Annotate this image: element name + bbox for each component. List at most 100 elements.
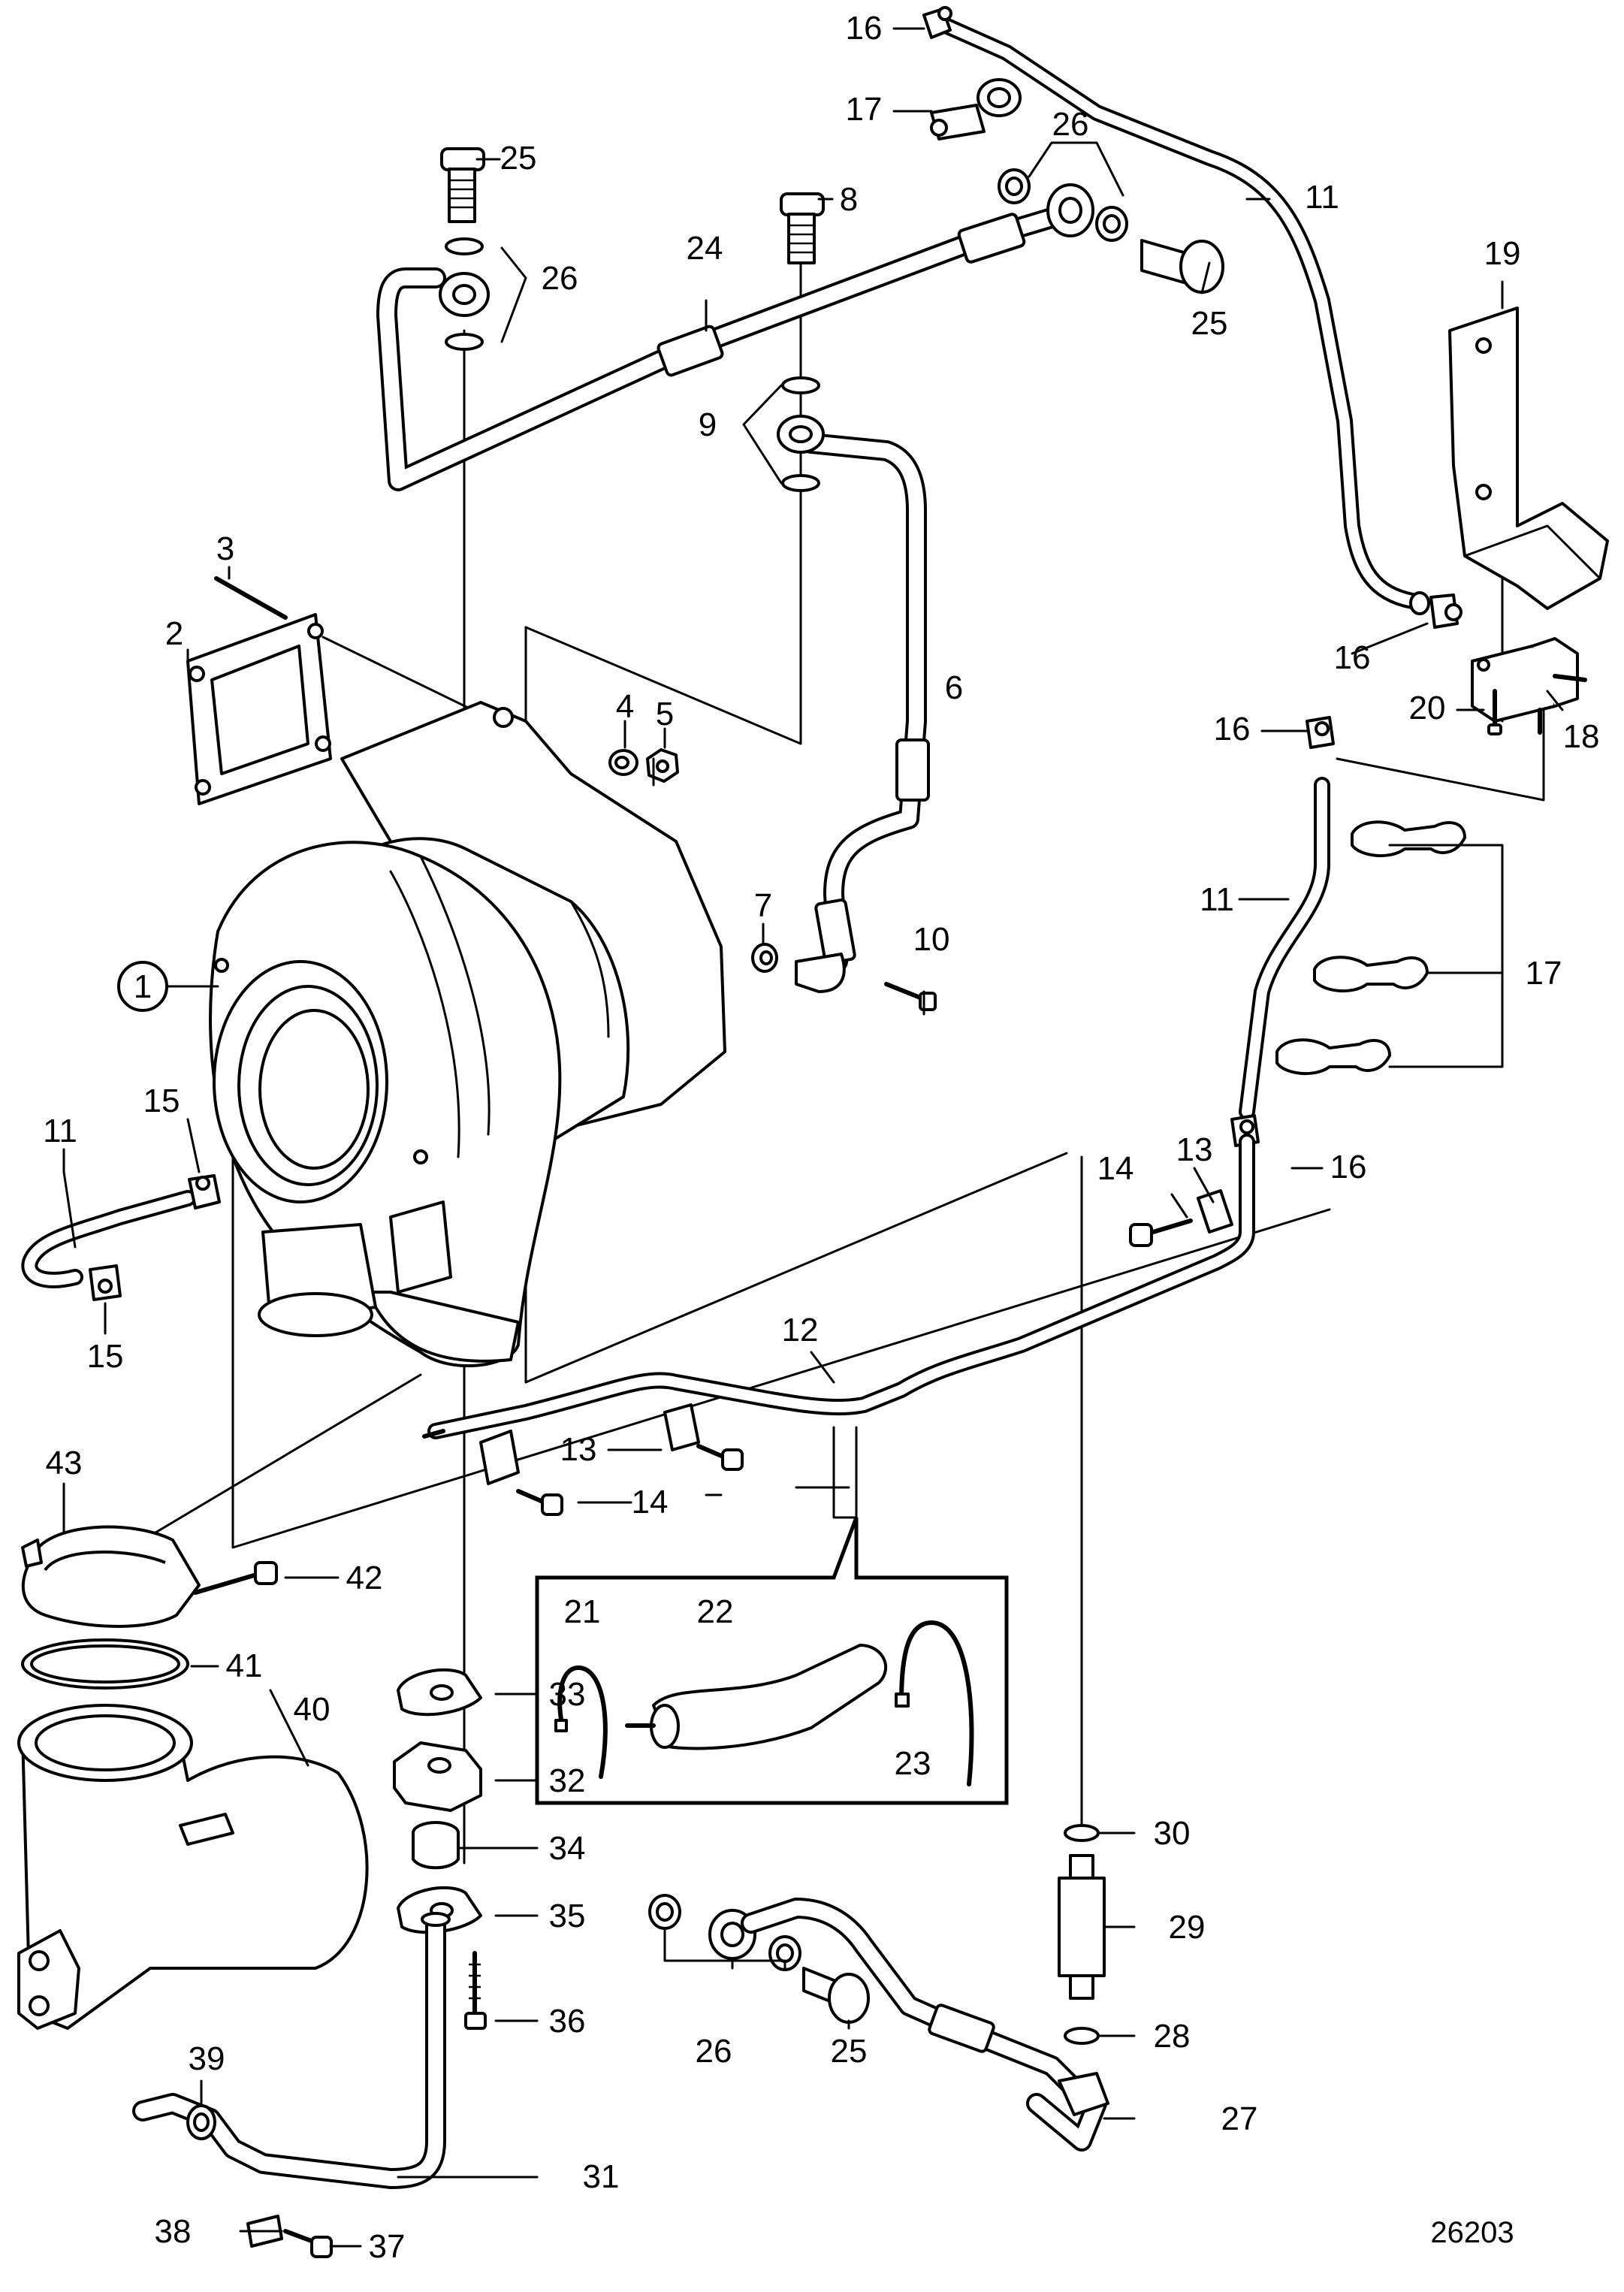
banjo-bolt-8	[780, 192, 825, 264]
hose-11-top	[931, 14, 1430, 615]
hose-clamps-17-right	[1275, 820, 1466, 1076]
callout-38: 38	[155, 2213, 192, 2250]
hose-11-right	[1239, 777, 1330, 1120]
callout-37: 37	[369, 2228, 406, 2265]
clip-13-right	[1197, 1189, 1233, 1234]
pipe-12	[427, 1134, 1255, 1439]
callout-16-mid: 16	[1334, 639, 1371, 676]
callout-17-right: 17	[1526, 955, 1562, 992]
callout-1: 1	[117, 961, 219, 1012]
callout-39: 39	[189, 2040, 225, 2077]
seal-ring-28	[1064, 2027, 1100, 2045]
sleeve-34	[412, 1821, 460, 1870]
clamp-16-right-top	[1306, 716, 1335, 749]
gasket-33	[397, 1668, 482, 1717]
bolt-10	[884, 982, 937, 1011]
seal-ring-26-top	[439, 237, 490, 351]
callout-15-bottom: 15	[87, 1338, 124, 1375]
figure-number: 26203	[1430, 2216, 1514, 2249]
stud-3	[214, 576, 288, 620]
callout-4: 4	[616, 688, 634, 725]
callout-13-left: 13	[560, 1431, 597, 1468]
banjo-26-bottom	[648, 1894, 801, 1971]
callout-26-top-left: 26	[542, 260, 578, 297]
callout-16-top: 16	[846, 10, 883, 47]
callout-15-top: 15	[143, 1083, 180, 1119]
callout-11-top: 11	[1305, 179, 1339, 216]
callout-16-right-top: 16	[1214, 711, 1251, 747]
callout-14-right: 14	[1097, 1150, 1134, 1187]
washer-4	[608, 749, 638, 776]
o-ring-41	[21, 1638, 189, 1690]
clamp-16-mid	[1429, 593, 1463, 629]
oil-pipe-27	[741, 1898, 1109, 2152]
callout-29: 29	[1169, 1909, 1206, 1946]
callout-28: 28	[1154, 2018, 1191, 2055]
seal-39	[186, 2104, 216, 2140]
callout-33: 33	[549, 1676, 586, 1713]
clamp-16-top	[922, 6, 952, 39]
oil-pipe-6	[795, 433, 930, 993]
callout-22: 22	[697, 1593, 734, 1630]
callout-34: 34	[549, 1830, 586, 1867]
clamp-15-bottom	[89, 1264, 122, 1301]
callout-43: 43	[46, 1445, 83, 1481]
callout-25-right: 25	[1191, 305, 1228, 342]
callout-2: 2	[165, 615, 183, 652]
callout-21: 21	[564, 1593, 601, 1630]
turbocharger-body	[209, 701, 726, 1368]
banjo-bolt-25-bottom	[802, 1967, 870, 2024]
hose-11-left	[21, 1190, 196, 1288]
callout-26-bottom: 26	[696, 2033, 732, 2070]
detail-box	[535, 1517, 1009, 1805]
callout-8: 8	[840, 181, 858, 218]
callout-3: 3	[216, 530, 234, 567]
nut-7	[751, 943, 778, 973]
bolt-36	[464, 1951, 487, 2030]
nut-5	[646, 748, 679, 783]
oil-pipe-24	[376, 207, 1062, 491]
clamp-15-top	[188, 1174, 221, 1209]
bolt-14-left	[516, 1444, 744, 1516]
callout-9: 9	[699, 406, 717, 443]
svg-text:1: 1	[134, 968, 152, 1005]
callout-16-right-bottom: 16	[1330, 1149, 1367, 1185]
callout-27: 27	[1221, 2100, 1258, 2137]
callout-42: 42	[346, 1560, 383, 1596]
pipe-31	[132, 1912, 451, 2189]
callout-17-top: 17	[846, 91, 883, 128]
callout-6: 6	[945, 669, 963, 706]
callout-leaders	[62, 27, 1564, 2248]
hose-22	[625, 1644, 888, 1750]
callout-25-top: 25	[500, 140, 537, 177]
elbow-40	[17, 1704, 369, 2030]
callout-30: 30	[1154, 1815, 1191, 1852]
flange-32	[393, 1741, 482, 1812]
clip-23	[895, 1620, 974, 1786]
callout-11-left: 11	[43, 1113, 77, 1149]
bolt-42	[193, 1561, 278, 1595]
callout-35: 35	[549, 1898, 586, 1934]
clamp-43	[21, 1525, 201, 1628]
seal-ring-30	[1064, 1824, 1100, 1842]
bolt-37	[283, 2229, 333, 2258]
gasket-2	[186, 613, 332, 805]
callout-24: 24	[687, 230, 723, 267]
callout-5: 5	[656, 696, 674, 732]
clip-13-left	[479, 1403, 700, 1485]
callout-18: 18	[1563, 718, 1600, 755]
clip-21	[554, 1665, 608, 1779]
callout-19: 19	[1484, 235, 1521, 272]
callout-31: 31	[583, 2158, 620, 2195]
callout-labels: 2 3 4 5 6 7 8 9 10 11 11 11 12 13 13 14 …	[43, 10, 1599, 2265]
callout-25-bottom: 25	[831, 2033, 868, 2070]
banjo-fitting-26-top-right	[998, 168, 1128, 242]
callout-40: 40	[294, 1691, 331, 1728]
callout-14-left: 14	[632, 1484, 669, 1520]
callout-10: 10	[913, 921, 950, 958]
banjo-bolt-25-top-right	[1140, 239, 1224, 294]
clamp-17-top	[930, 78, 1022, 140]
adapter-29	[1058, 1854, 1106, 2000]
callout-41: 41	[226, 1647, 263, 1684]
